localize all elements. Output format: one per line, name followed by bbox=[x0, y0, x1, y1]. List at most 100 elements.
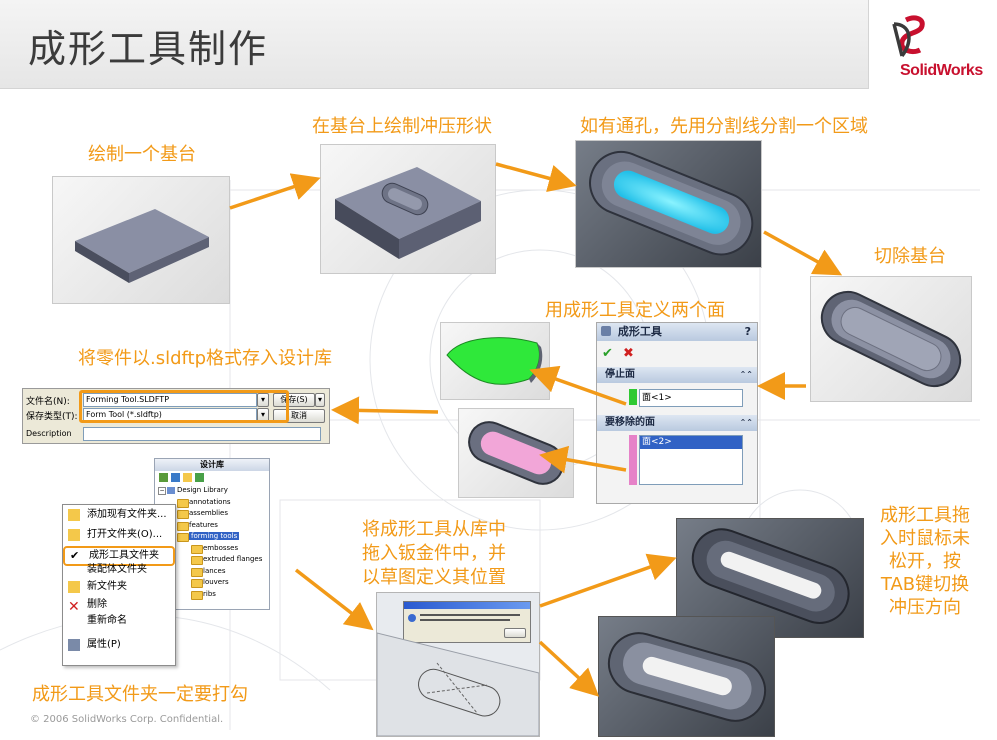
add-to-library-icon[interactable] bbox=[159, 473, 168, 482]
section-remove-face[interactable]: 要移除的面 ⌃⌃ bbox=[597, 415, 757, 431]
tree-item-louvers[interactable]: louvers bbox=[155, 577, 269, 589]
solidworks-logo: SolidWorks bbox=[880, 10, 992, 82]
stop-face-list[interactable]: 面<1> bbox=[639, 389, 743, 407]
caption-drag-tool: 将成形工具从库中 拖入钣金件中，并 以草图定义其位置 bbox=[362, 519, 506, 588]
tree-item-annotations[interactable]: annotations bbox=[155, 497, 269, 509]
description-input[interactable] bbox=[83, 427, 321, 441]
menu-item-open-folder[interactable]: 打开文件夹(O)... bbox=[63, 525, 175, 545]
image-base-block bbox=[52, 176, 230, 304]
tree-root[interactable]: − Design Library bbox=[158, 486, 228, 495]
footer-copyright: © 2006 SolidWorks Corp. Confidential. bbox=[30, 714, 224, 725]
menu-item-forming-tool-folder[interactable]: ✔成形工具文件夹 bbox=[63, 546, 175, 566]
page-title: 成形工具制作 bbox=[28, 27, 269, 71]
cancel-x-icon[interactable]: ✖ bbox=[623, 346, 634, 361]
menu-item-rename[interactable]: 重新命名 bbox=[87, 615, 127, 626]
caption-cut-base: 切除基台 bbox=[874, 246, 946, 267]
menu-item-properties[interactable]: 属性(P) bbox=[63, 635, 175, 655]
library-root-icon bbox=[167, 487, 175, 494]
filetype-label: 保存类型(T): bbox=[26, 412, 78, 422]
filename-label: 文件名(N): bbox=[26, 397, 70, 407]
description-label: Description bbox=[26, 429, 72, 438]
save-as-dialog: 文件名(N): Forming Tool.SLDFTP ▾ 保存(S) ▾ 保存… bbox=[22, 388, 330, 444]
collapse-icon[interactable]: ⌃⌃ bbox=[739, 370, 753, 379]
remove-face-list[interactable]: 面<2> bbox=[639, 435, 743, 485]
ok-check-icon[interactable]: ✔ bbox=[602, 346, 613, 361]
folder-icon bbox=[177, 521, 189, 531]
ok-button[interactable] bbox=[504, 628, 526, 638]
remove-face-row: 面<2> bbox=[597, 431, 757, 491]
remove-face-item[interactable]: 面<2> bbox=[640, 436, 742, 449]
form-tool-property-manager: 成形工具 ? ✔ ✖ 停止面 ⌃⌃ 面<1> 要移除的面 ⌃⌃ 面<2> bbox=[596, 322, 758, 504]
check-icon: ✔ bbox=[70, 549, 80, 562]
image-result-emboss bbox=[598, 616, 775, 737]
folder-icon bbox=[191, 544, 203, 554]
menu-item-assembly-folder[interactable]: 装配体文件夹 bbox=[87, 564, 147, 575]
image-split-line bbox=[575, 140, 762, 268]
tree-item-ribs[interactable]: ribs bbox=[155, 589, 269, 601]
collapse-tree-icon[interactable]: − bbox=[158, 487, 166, 495]
tree-item-lances[interactable]: lances bbox=[155, 566, 269, 578]
create-folder-icon[interactable] bbox=[183, 473, 192, 482]
message-text-line bbox=[420, 614, 520, 616]
message-dialog bbox=[403, 601, 531, 643]
folder-icon bbox=[177, 510, 189, 519]
tree-item-forming-tools[interactable]: forming tools bbox=[155, 531, 269, 543]
collapse-icon[interactable]: ⌃⌃ bbox=[739, 418, 753, 427]
menu-item-add-existing-folder[interactable]: 添加现有文件夹... bbox=[63, 505, 175, 525]
tree-item-assemblies[interactable]: assemblies bbox=[155, 508, 269, 520]
caption-define-faces: 用成形工具定义两个面 bbox=[545, 300, 725, 321]
open-folder-icon bbox=[68, 529, 80, 541]
new-folder-icon bbox=[68, 581, 80, 593]
info-icon bbox=[408, 614, 416, 622]
caption-split-line: 如有通孔，先用分割线分割一个区域 bbox=[580, 116, 868, 137]
add-folder-icon bbox=[68, 509, 80, 521]
folder-icon bbox=[191, 590, 203, 600]
property-manager-title-bar: 成形工具 ? bbox=[597, 323, 757, 341]
stop-face-row: 面<1> bbox=[597, 383, 757, 415]
caption-tab-switch: 成形工具拖 入时鼠标未 松开，按 TAB键切换 冲压方向 bbox=[880, 505, 970, 618]
folder-icon bbox=[191, 579, 203, 588]
green-face-swatch-icon bbox=[629, 389, 637, 405]
highlight-box bbox=[79, 390, 289, 423]
form-tool-icon bbox=[601, 326, 611, 336]
save-menu-arrow-icon[interactable]: ▾ bbox=[315, 393, 325, 407]
tree-item-embosses[interactable]: embosses bbox=[155, 543, 269, 555]
section-stop-face[interactable]: 停止面 ⌃⌃ bbox=[597, 367, 757, 383]
help-button[interactable]: ? bbox=[744, 325, 751, 338]
property-manager-title: 成形工具 bbox=[617, 325, 662, 338]
folder-icon bbox=[177, 498, 189, 508]
menu-item-new-folder[interactable]: 新文件夹 bbox=[63, 577, 175, 597]
properties-icon bbox=[68, 639, 80, 651]
pink-face-swatch-icon bbox=[629, 435, 637, 485]
refresh-icon[interactable] bbox=[195, 473, 204, 482]
folder-icon bbox=[177, 533, 189, 542]
image-drag-into-part bbox=[376, 592, 540, 737]
delete-x-icon: ✕ bbox=[68, 599, 80, 615]
add-file-location-icon[interactable] bbox=[171, 473, 180, 482]
filename-dropdown-icon[interactable]: ▾ bbox=[257, 393, 269, 407]
folder-context-menu: 添加现有文件夹... 打开文件夹(O)... ✔成形工具文件夹 装配体文件夹 新… bbox=[62, 504, 176, 666]
ds-logo-icon bbox=[892, 15, 925, 58]
design-library-toolbar bbox=[155, 471, 269, 485]
message-dialog-titlebar bbox=[404, 602, 530, 609]
caption-draw-base: 绘制一个基台 bbox=[88, 144, 196, 165]
property-manager-actions: ✔ ✖ bbox=[597, 341, 757, 367]
message-text-line bbox=[420, 619, 510, 621]
design-library-title: 设计库 bbox=[155, 459, 269, 471]
folder-icon bbox=[191, 556, 203, 565]
caption-check-folder: 成形工具文件夹一定要打勾 bbox=[32, 684, 248, 705]
tree-item-features[interactable]: features bbox=[155, 520, 269, 532]
caption-draw-stamp-shape: 在基台上绘制冲压形状 bbox=[312, 116, 492, 137]
logo-text: SolidWorks bbox=[900, 62, 983, 79]
image-cut-base bbox=[810, 276, 972, 402]
image-remove-face bbox=[458, 408, 574, 498]
image-stop-face bbox=[440, 322, 550, 400]
menu-item-delete[interactable]: ✕删除 bbox=[68, 599, 107, 615]
tree-item-extruded-flanges[interactable]: extruded flanges bbox=[155, 554, 269, 566]
folder-icon bbox=[191, 567, 203, 577]
slide-header bbox=[0, 0, 869, 89]
caption-save-sldftp: 将零件以.sldftp格式存入设计库 bbox=[78, 348, 333, 369]
image-stamp-shape bbox=[320, 144, 496, 274]
save-button[interactable]: 保存(S) bbox=[273, 393, 315, 407]
filename-input[interactable]: Forming Tool.SLDFTP bbox=[83, 393, 257, 407]
